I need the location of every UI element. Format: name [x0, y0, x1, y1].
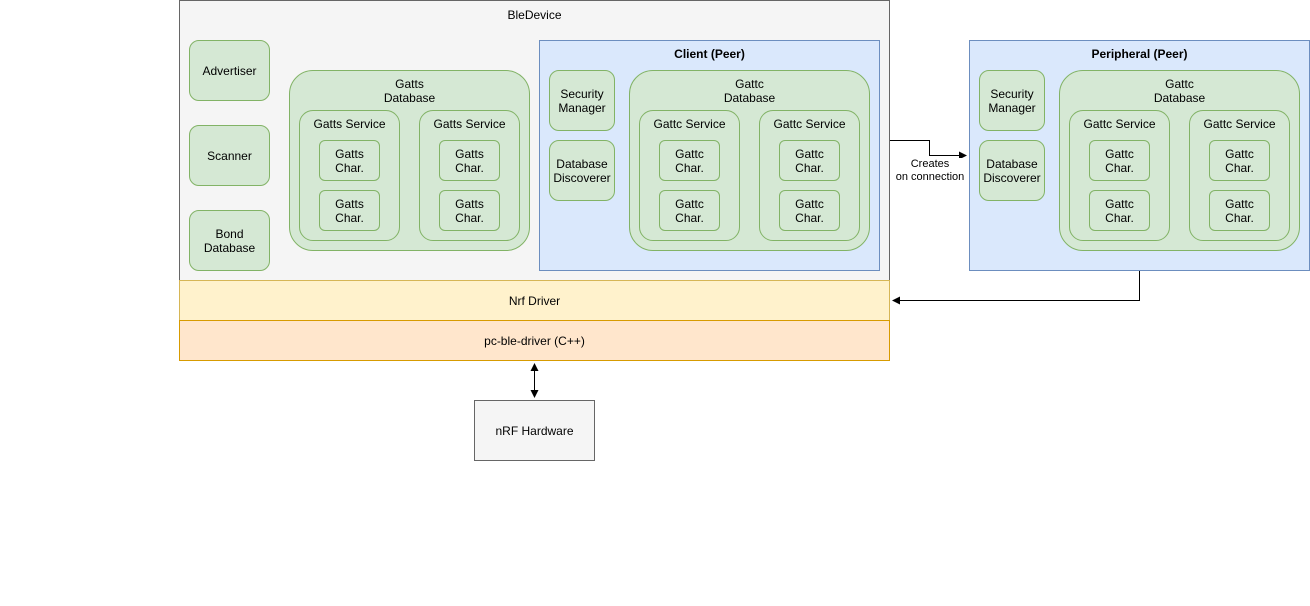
peripheral-database-discoverer: Database Discoverer — [979, 140, 1045, 201]
ble-device-title: BleDevice — [507, 8, 562, 22]
client-peer-title: Client (Peer) — [674, 47, 745, 61]
gatts-service-2-title: Gatts Service — [433, 117, 506, 131]
bond-database-box: Bond Database — [189, 210, 270, 271]
gatts-char: Gatts Char. — [319, 190, 380, 231]
gattc-char: Gattc Char. — [779, 140, 840, 181]
nrf-driver-layer: Nrf Driver — [179, 280, 890, 321]
peripheral-gattc-service-2-title: Gattc Service — [1203, 117, 1276, 131]
client-gattc-service-2-title: Gattc Service — [773, 117, 846, 131]
gattc-char: Gattc Char. — [1089, 190, 1150, 231]
client-security-manager: Security Manager — [549, 70, 615, 131]
peripheral-gattc-service-1-title: Gattc Service — [1083, 117, 1156, 131]
client-gattc-database-title: Gattc Database — [723, 77, 776, 105]
peripheral-gattc-database-title: Gattc Database — [1153, 77, 1206, 105]
gatts-database-title: Gatts Database — [383, 77, 436, 105]
edge-peripheral-to-nrf-driver — [892, 271, 1140, 305]
edge-label-creates-on-connection: Creates on connection — [892, 158, 968, 184]
gatts-char: Gatts Char. — [319, 140, 380, 181]
gatts-char: Gatts Char. — [439, 190, 500, 231]
gattc-char: Gattc Char. — [779, 190, 840, 231]
client-database-discoverer: Database Discoverer — [549, 140, 615, 201]
advertiser-box: Advertiser — [189, 40, 270, 101]
gatts-service-1-title: Gatts Service — [313, 117, 386, 131]
peripheral-peer-title: Peripheral (Peer) — [1091, 47, 1188, 61]
gattc-char: Gattc Char. — [1089, 140, 1150, 181]
pc-ble-driver-layer: pc-ble-driver (C++) — [179, 320, 890, 361]
gattc-char: Gattc Char. — [1209, 140, 1270, 181]
gatts-char: Gatts Char. — [439, 140, 500, 181]
client-gattc-service-1-title: Gattc Service — [653, 117, 726, 131]
peripheral-security-manager: Security Manager — [979, 70, 1045, 131]
nrf-hardware-box: nRF Hardware — [474, 400, 595, 461]
gattc-char: Gattc Char. — [1209, 190, 1270, 231]
gattc-char: Gattc Char. — [659, 140, 720, 181]
gattc-char: Gattc Char. — [659, 190, 720, 231]
scanner-box: Scanner — [189, 125, 270, 186]
edge-creates-on-connection — [890, 140, 967, 160]
